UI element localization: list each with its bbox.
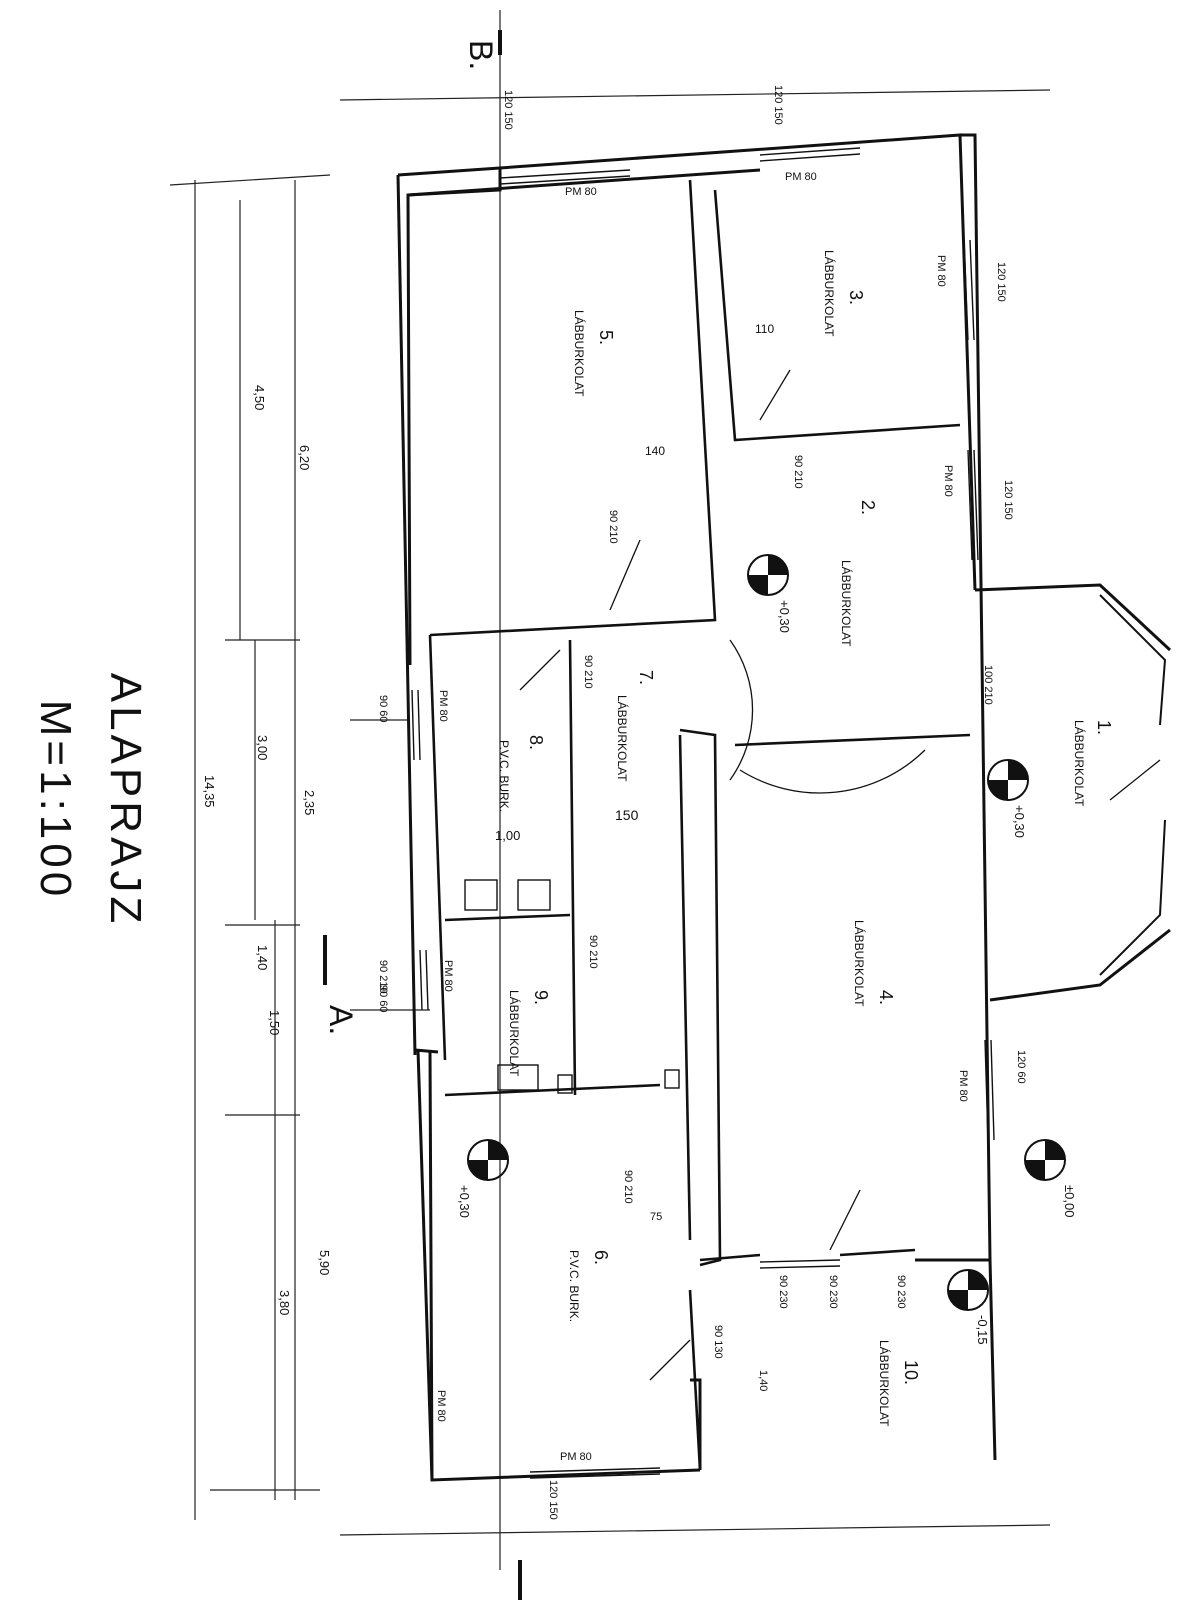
drawing-title: ALAPRAJZ [101, 672, 150, 928]
room-number: 6. [591, 1250, 611, 1265]
door-dim: 90 230 [777, 1275, 789, 1309]
opening-label: PM 80 [785, 171, 817, 183]
level-label: ±0,00 [1062, 1185, 1077, 1217]
room-number: 7. [636, 670, 656, 685]
room-name: LÁBBURKOLAT [507, 990, 522, 1077]
window-dim: 120 150 [995, 262, 1007, 302]
sanitary-fixtures [464, 879, 680, 1094]
room-name: P.V.C. BURK. [567, 1250, 581, 1322]
dimension-label: 3,00 [255, 735, 270, 760]
dimension-label: 14,35 [202, 775, 217, 808]
door-dim: 90 210 [607, 510, 619, 544]
small-dim: 110 [755, 322, 774, 336]
room-number: 4. [876, 990, 896, 1005]
section-markers [323, 30, 522, 1600]
room-name: P.V.C. BURK. [497, 740, 511, 812]
room-name: LÁBBURKOLAT [839, 560, 854, 647]
section-label-a: A. [323, 1005, 359, 1035]
opening-label: PM 80 [437, 690, 449, 722]
room-number: 2. [858, 500, 878, 515]
room-number: 5. [596, 330, 616, 345]
room-name: LÁBBURKOLAT [1072, 720, 1087, 807]
level-label: +0,30 [1012, 805, 1027, 838]
drawing-title-block: ALAPRAJZ M=1:100 [31, 520, 150, 1080]
room-number: 1. [1094, 720, 1114, 735]
level-label: +0,30 [777, 600, 792, 633]
door-dim: 100 210 [982, 665, 994, 705]
outer-walls [396, 133, 1172, 1482]
window-dim: 120 150 [772, 85, 784, 125]
small-dim: 90 130 [712, 1325, 724, 1359]
window-dim: 90 60 [377, 695, 389, 723]
small-dim: 75 [650, 1211, 662, 1223]
small-dim: 150 [615, 807, 639, 823]
opening-label: PM 80 [957, 1070, 969, 1102]
level-label: +0,30 [457, 1185, 472, 1218]
room-number: 3. [846, 290, 866, 305]
dimension-label: 3,80 [277, 1290, 292, 1315]
opening-label: PM 80 [565, 186, 597, 198]
door-dim: 90 230 [895, 1275, 907, 1309]
small-dim: 1,40 [757, 1370, 769, 1391]
opening-label: PM 80 [935, 255, 947, 287]
section-label-b: B. [463, 40, 499, 70]
small-dim: 1,00 [495, 828, 520, 843]
level-markers [467, 554, 1066, 1311]
bay-window [1099, 594, 1167, 976]
interior-walls [428, 179, 971, 1471]
dimension-label: 2,35 [302, 790, 317, 815]
dimension-label: 6,20 [297, 445, 312, 470]
window-dim: 120 150 [547, 1480, 559, 1520]
room-name: LÁBBURKOLAT [615, 695, 630, 782]
room-number: 8. [526, 735, 546, 750]
room-name: LÁBBURKOLAT [572, 310, 587, 397]
door-dim: 90 230 [827, 1275, 839, 1309]
opening-label: PM 80 [435, 1390, 447, 1422]
window-dim: 120 60 [1015, 1050, 1027, 1084]
room-number: 10. [901, 1360, 921, 1385]
dimension-label: 1,50 [267, 1010, 282, 1035]
dimension-lines [169, 10, 1051, 1570]
opening-label: PM 80 [442, 960, 454, 992]
door-swings [519, 369, 1161, 1381]
window-dim: 120 150 [1002, 480, 1014, 520]
room-name: LÁBBURKOLAT [877, 1340, 892, 1427]
dimension-label: 4,50 [252, 385, 267, 410]
room-name: LÁBBURKOLAT [852, 920, 867, 1007]
room-number: 9. [531, 990, 551, 1005]
door-dim: 90 210 [792, 455, 804, 489]
small-dim: 140 [645, 444, 665, 458]
window-dim: 90 60 [377, 985, 389, 1013]
dimension-label: 5,90 [317, 1250, 332, 1275]
door-dim: 90 210 [587, 935, 599, 969]
window-dim: 120 150 [502, 90, 514, 130]
door-dim: 90 210 [622, 1170, 634, 1204]
labels: B. A. 3. LÁBBURKOLAT 2. LÁBBURKOLAT 5. L… [202, 40, 1114, 1520]
door-dim: 90 210 [582, 655, 594, 689]
room-name: LÁBBURKOLAT [822, 250, 837, 337]
opening-label: PM 80 [942, 465, 954, 497]
opening-label: PM 80 [560, 1451, 592, 1463]
door-dim: 90 210 [377, 960, 389, 994]
window-openings [411, 147, 995, 1479]
level-label: -0,15 [975, 1315, 990, 1345]
drawing-scale: M=1:100 [31, 699, 80, 901]
dimension-label: 1,40 [255, 945, 270, 970]
